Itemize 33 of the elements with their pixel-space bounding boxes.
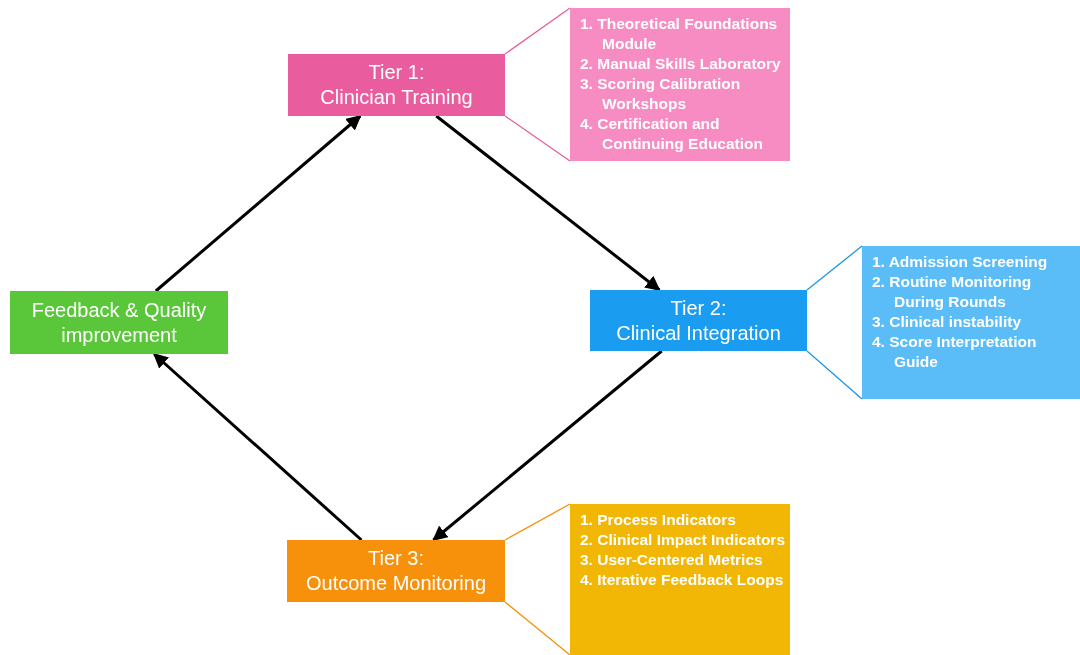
list-item: 1. Process Indicators <box>580 510 737 530</box>
list-panel <box>862 246 1080 399</box>
list-item: 3. User-Centered Metrics <box>580 550 764 570</box>
stage-box <box>287 540 505 602</box>
list-item: 3. Scoring Calibration Workshops <box>580 74 742 114</box>
stage-title: Tier 2: <box>670 295 727 321</box>
list-item: 1. Admission Screening <box>872 252 1049 272</box>
callout-line <box>504 7 571 162</box>
list-panel <box>570 8 790 161</box>
list-item: 4. Iterative Feedback Loops <box>580 570 785 590</box>
stage-title: Tier 3: <box>368 546 424 571</box>
stage-title: Tier 1: <box>368 60 425 85</box>
stage-title: Clinician Training <box>320 85 473 110</box>
list-item: 1. Theoretical Foundations Module <box>580 14 779 54</box>
callout-line <box>806 245 863 400</box>
stage-box <box>288 54 505 116</box>
arrow <box>153 352 363 542</box>
list-item: 2. Clinical Impact Indicators <box>580 530 786 550</box>
list-item: 2. Routine Monitoring During Rounds <box>872 272 1033 312</box>
list-item: 2. Manual Skills Laboratory <box>580 54 782 74</box>
stage-box <box>10 291 228 354</box>
list-panel <box>570 504 790 655</box>
stage-title: Outcome Monitoring <box>305 571 487 596</box>
list-item: 4. Score Interpretation Guide <box>872 332 1038 372</box>
arrow <box>432 349 663 542</box>
list-item: 4. Certification and Continuing Education <box>580 114 764 154</box>
stage-title: Clinical Integration <box>616 320 781 346</box>
stage-title: Feedback & Quality improvement <box>30 297 208 348</box>
list-item: 3. Clinical instability <box>872 312 1022 332</box>
arrow <box>154 114 362 293</box>
arrow <box>435 114 661 292</box>
callout-line <box>504 503 571 655</box>
stage-box <box>590 290 807 351</box>
